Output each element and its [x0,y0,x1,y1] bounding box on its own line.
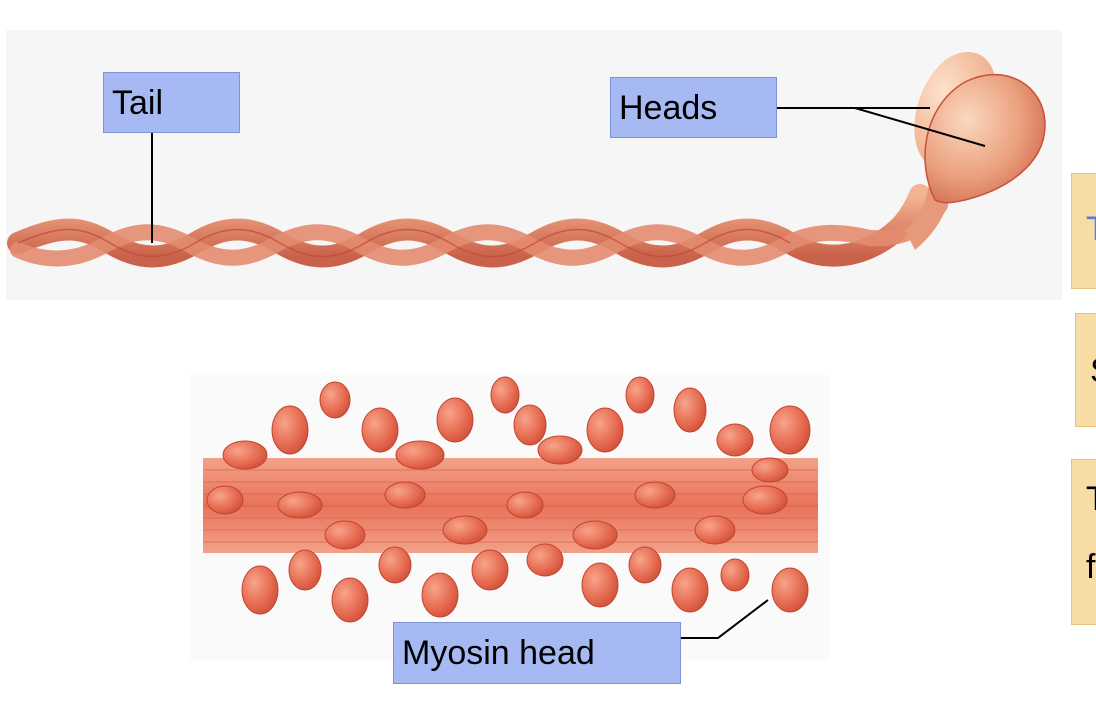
side-box-2: S [1075,313,1096,427]
thick-filament [190,375,830,660]
side-box-3-text-bottom: f [1086,548,1095,587]
side-box-1-text: T [1086,210,1096,249]
side-box-3-text-top: T [1086,480,1096,519]
tail-label: Tail [103,72,240,133]
side-box-3: T f [1071,459,1096,625]
side-box-1: T [1071,173,1096,289]
heads-label: Heads [610,77,777,138]
side-box-2-text: S [1090,352,1096,391]
myosin-head-label: Myosin head [393,622,681,684]
